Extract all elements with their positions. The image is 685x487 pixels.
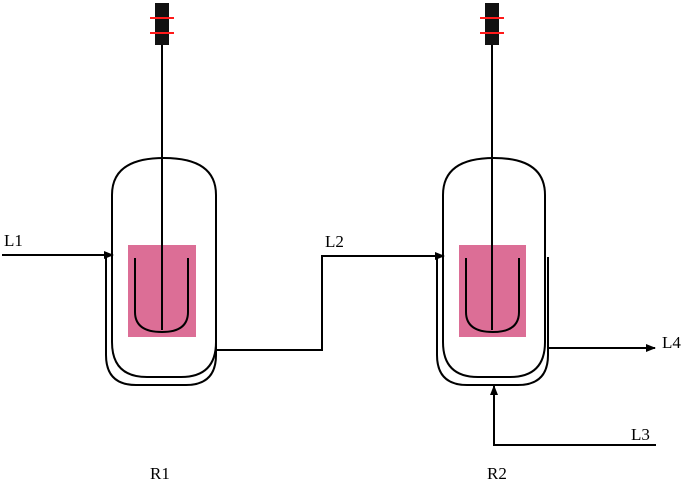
label-l2: L2 [325,232,344,251]
reactor-r1 [105,3,217,386]
reactor-r1-jacket [105,257,217,386]
reactor-r2-stirrer-coil [465,258,520,334]
line-l2 [216,252,445,351]
label-r1: R1 [150,464,170,483]
reactor-r1-vessel [111,156,217,378]
label-l1: L1 [4,231,23,250]
label-r2: R2 [487,464,507,483]
label-l4: L4 [662,333,681,352]
reactor-r1-stirrer-coil [134,258,189,334]
label-l3: L3 [631,425,650,444]
reactor-r2-motor-icon [480,3,504,45]
reactor-r2-vessel [442,156,546,378]
reactor-r1-motor-icon [150,3,174,45]
reactor-r2 [436,3,549,386]
line-l3 [490,385,656,446]
